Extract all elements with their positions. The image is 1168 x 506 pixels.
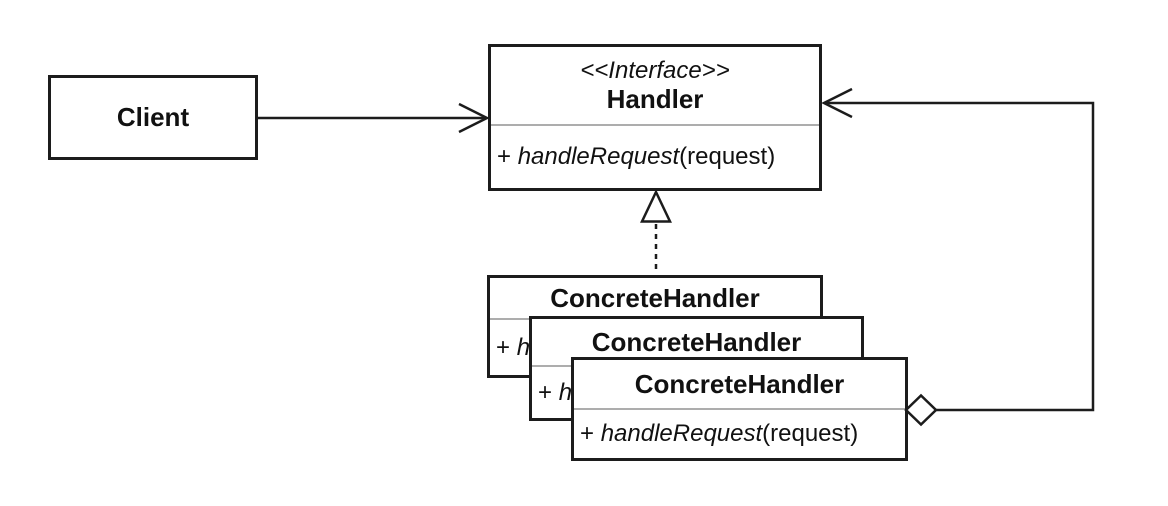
client-class-name: Client (116, 102, 190, 132)
concrete-handler-class-name: ConcreteHandler (591, 326, 802, 357)
concrete-handler-title-compartment: ConcreteHandler (574, 360, 905, 408)
interface-stereotype: <<Interface>> (580, 56, 730, 84)
client-class-box: Client (48, 75, 258, 160)
method-name: handleRequest (517, 143, 680, 170)
concrete-handler-box-front: ConcreteHandler + handleRequest(request) (571, 357, 908, 461)
method-visibility: + (580, 420, 601, 447)
method-name: handleRequest (600, 420, 763, 447)
method-params: (request) (762, 420, 859, 447)
concrete-handler-class-name: ConcreteHandler (550, 282, 760, 313)
aggregation-diamond-icon (904, 393, 938, 427)
open-arrowhead-icon (821, 87, 853, 119)
handler-class-name: Handler (606, 83, 704, 114)
realization-connector (640, 189, 672, 273)
handler-interface-box: <<Interface>> Handler + handleRequest(re… (488, 44, 822, 191)
concrete-handler-method-compartment: + handleRequest(request) (574, 408, 905, 458)
handler-title-compartment: <<Interface>> Handler (491, 47, 819, 124)
method-visibility: + (497, 143, 518, 170)
concrete-handler-class-name: ConcreteHandler (634, 368, 845, 399)
concrete-handler-title-compartment: ConcreteHandler (490, 278, 820, 318)
client-handler-association (258, 102, 490, 134)
method-params: (request) (679, 143, 776, 170)
method-visibility: + (496, 333, 517, 361)
method-visibility: + (538, 378, 559, 406)
inheritance-triangle-icon (640, 189, 672, 223)
handler-method-compartment: + handleRequest(request) (491, 124, 819, 188)
open-arrowhead-icon (458, 102, 490, 134)
concrete-handler-title-compartment: ConcreteHandler (532, 319, 861, 365)
